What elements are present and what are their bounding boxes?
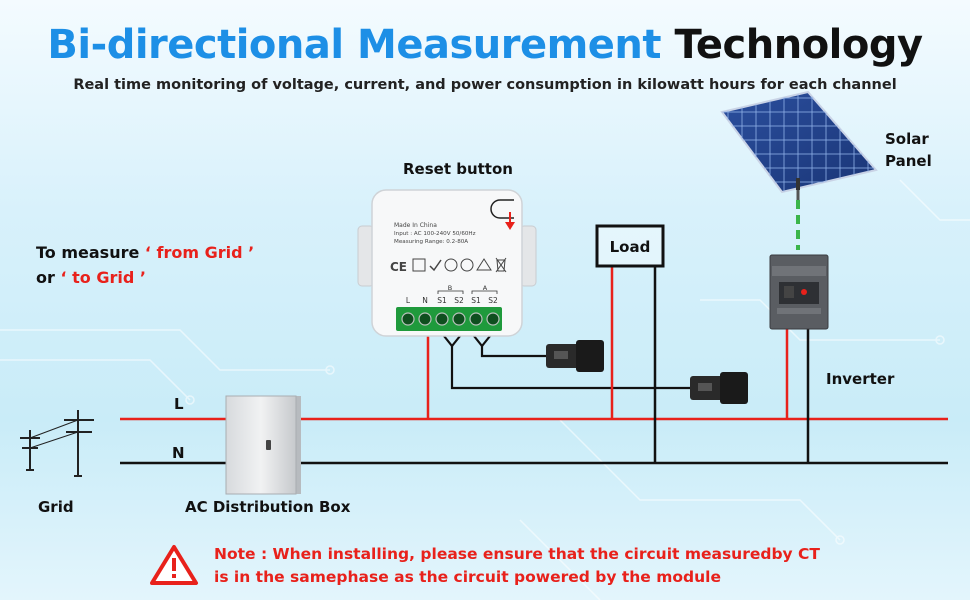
measure-line2-prefix: or (36, 268, 55, 287)
solar-label-1: Solar (885, 130, 929, 148)
channel-a-label: A (483, 284, 488, 292)
inverter (769, 254, 829, 330)
ct-wire-2 (480, 345, 548, 358)
load-label: Load (610, 238, 651, 256)
inverter-label: Inverter (826, 370, 895, 388)
title-part-blue: Bi-directional Measurement (47, 22, 661, 68)
measure-from-grid: ‘ from Grid ’ (144, 243, 255, 262)
note-line-2: is in the samephase as the circuit power… (214, 568, 721, 586)
warning-icon (150, 545, 198, 585)
solar-label-2: Panel (885, 152, 932, 170)
channel-b-label: B (448, 284, 452, 292)
title-part-black: Technology (674, 22, 923, 68)
terminal-label-b-s2: S2 (454, 296, 464, 305)
ct-clamp-2 (690, 372, 748, 404)
module-range: Measuring Range: 0.2-80A (394, 239, 468, 245)
solar-panel-icon (720, 90, 878, 200)
terminal-label-l: L (406, 296, 411, 305)
measurement-module: Made In China Input : AC 100-240V 50/60H… (357, 189, 537, 337)
page-title: Bi-directional Measurement Technology (0, 22, 970, 68)
reset-button-label: Reset button (403, 160, 513, 178)
terminal-label-b-s1: S1 (437, 296, 447, 305)
install-note: Note : When installing, please ensure th… (214, 543, 820, 589)
weee-bin-icon (495, 257, 507, 273)
page-subtitle: Real time monitoring of voltage, current… (73, 77, 897, 93)
load-box (595, 224, 665, 268)
ac-box-label: AC Distribution Box (185, 498, 351, 516)
line-n-label: N (172, 444, 185, 462)
note-line-1: Note : When installing, please ensure th… (214, 545, 821, 563)
power-pylon-icon (20, 410, 94, 477)
module-made-in: Made In China (394, 222, 437, 229)
ac-distribution-box (225, 395, 301, 495)
terminal-label-a-s2: S2 (488, 296, 498, 305)
measure-line1-prefix: To measure (36, 243, 140, 262)
ce-mark: CE (390, 260, 407, 274)
line-l-label: L (174, 395, 184, 413)
grid-label: Grid (38, 498, 74, 516)
reset-button-symbol[interactable] (490, 199, 514, 219)
terminal-label-n: N (422, 296, 428, 305)
measure-to-grid: ‘ to Grid ’ (60, 268, 146, 287)
ct-clamp-1 (546, 340, 604, 372)
measure-direction-text: To measure ‘ from Grid ’ or ‘ to Grid ’ (36, 240, 254, 290)
module-input: Input : AC 100-240V 50/60Hz (394, 231, 476, 237)
terminal-label-a-s1: S1 (471, 296, 481, 305)
